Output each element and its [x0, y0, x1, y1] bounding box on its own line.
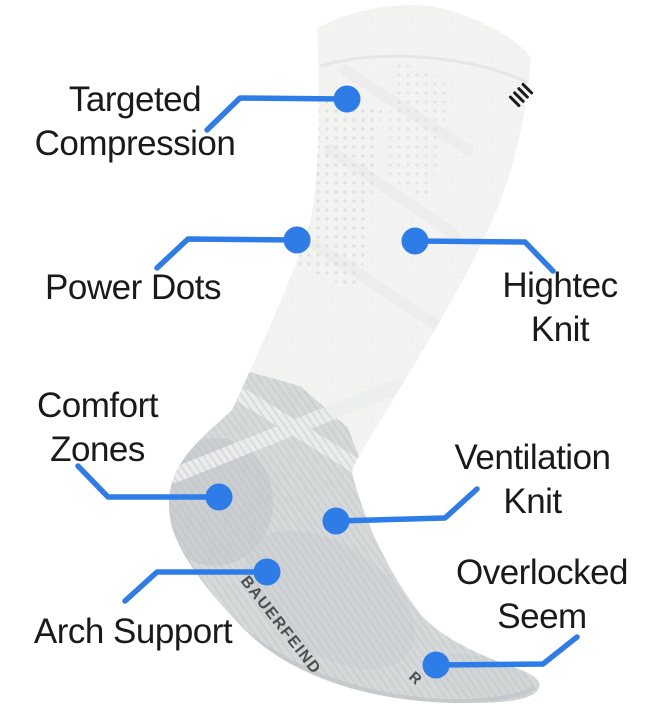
- dot-arch-support: [253, 558, 281, 586]
- label-power-dots: Power Dots: [8, 266, 258, 310]
- label-line: Ventilation: [454, 438, 611, 477]
- line-comfort-zones: [75, 463, 222, 500]
- dot-comfort-zones: [205, 483, 233, 511]
- dot-overlocked-seem: [422, 651, 450, 679]
- label-ventilation-knit: Ventilation Knit: [425, 436, 640, 525]
- label-hightec-knit: Hightec Knit: [480, 264, 640, 353]
- label-line: Overlocked: [455, 553, 629, 592]
- label-line: Knit: [503, 482, 562, 522]
- line-overlocked-seem: [433, 634, 580, 668]
- label-line: Arch Support: [33, 612, 233, 651]
- label-line: Knit: [530, 310, 590, 350]
- label-targeted-compression: Targeted Compression: [10, 78, 260, 167]
- label-line: Zones: [50, 430, 145, 470]
- line-ventilation-knit: [333, 486, 480, 524]
- line-power-dots: [154, 236, 300, 271]
- cuff-seam: [319, 54, 528, 84]
- dot-hightec-knit: [401, 227, 429, 255]
- callout-lines: [75, 95, 580, 668]
- dot-ventilation-knit: [322, 507, 350, 535]
- cuff-size-marks: [508, 82, 534, 108]
- callout-dots: [205, 85, 450, 679]
- label-line: Targeted: [68, 80, 202, 119]
- label-line: Power Dots: [45, 268, 221, 307]
- label-line: Seem: [497, 597, 587, 637]
- dot-power-dots: [283, 226, 311, 254]
- line-arch-support: [122, 569, 270, 604]
- label-overlocked-seem: Overlocked Seem: [438, 551, 646, 640]
- label-line: Compression: [34, 124, 236, 164]
- dot-targeted-compression: [333, 85, 361, 113]
- label-line: Hightec: [502, 266, 618, 305]
- label-line: Comfort: [37, 386, 158, 425]
- line-hightec-knit: [412, 238, 556, 274]
- label-arch-support: Arch Support: [8, 610, 258, 654]
- label-comfort-zones: Comfort Zones: [5, 384, 190, 473]
- power-dots-patch: [384, 60, 452, 200]
- line-targeted-compression: [204, 95, 350, 133]
